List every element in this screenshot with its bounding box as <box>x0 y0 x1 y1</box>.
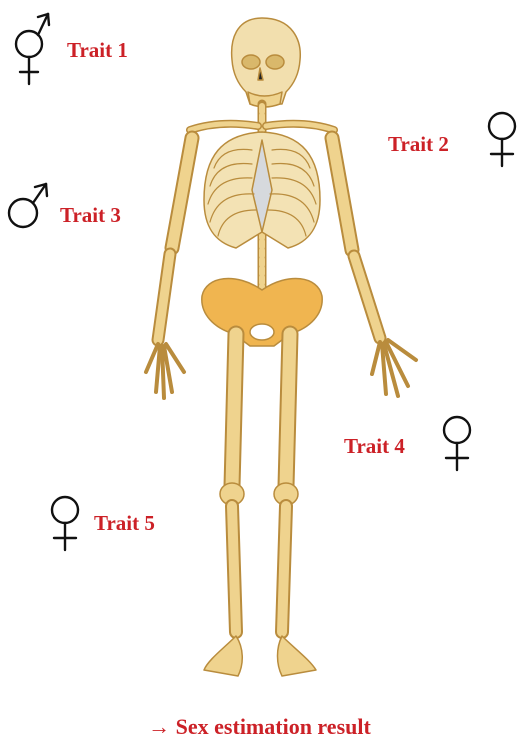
trait-2-label: Trait 2 <box>388 134 449 155</box>
trait-4-label: Trait 4 <box>344 436 405 457</box>
female-icon <box>48 494 82 552</box>
eye-socket-left <box>242 55 260 69</box>
trait-1-label: Trait 1 <box>67 40 128 61</box>
female-icon <box>485 110 519 168</box>
result-caption: → Sex estimation result <box>0 716 519 738</box>
hand-left <box>146 344 184 398</box>
arrow-icon: → <box>148 714 170 739</box>
male-icon <box>6 178 50 232</box>
result-caption-text: Sex estimation result <box>176 714 371 739</box>
trait-3-label: Trait 3 <box>60 205 121 226</box>
female-icon <box>440 414 474 472</box>
foot-left <box>204 636 242 676</box>
eye-socket-right <box>266 55 284 69</box>
trait-5-label: Trait 5 <box>94 513 155 534</box>
intersex-icon <box>10 4 52 88</box>
foot-right <box>278 636 317 676</box>
hand-right <box>372 340 416 396</box>
